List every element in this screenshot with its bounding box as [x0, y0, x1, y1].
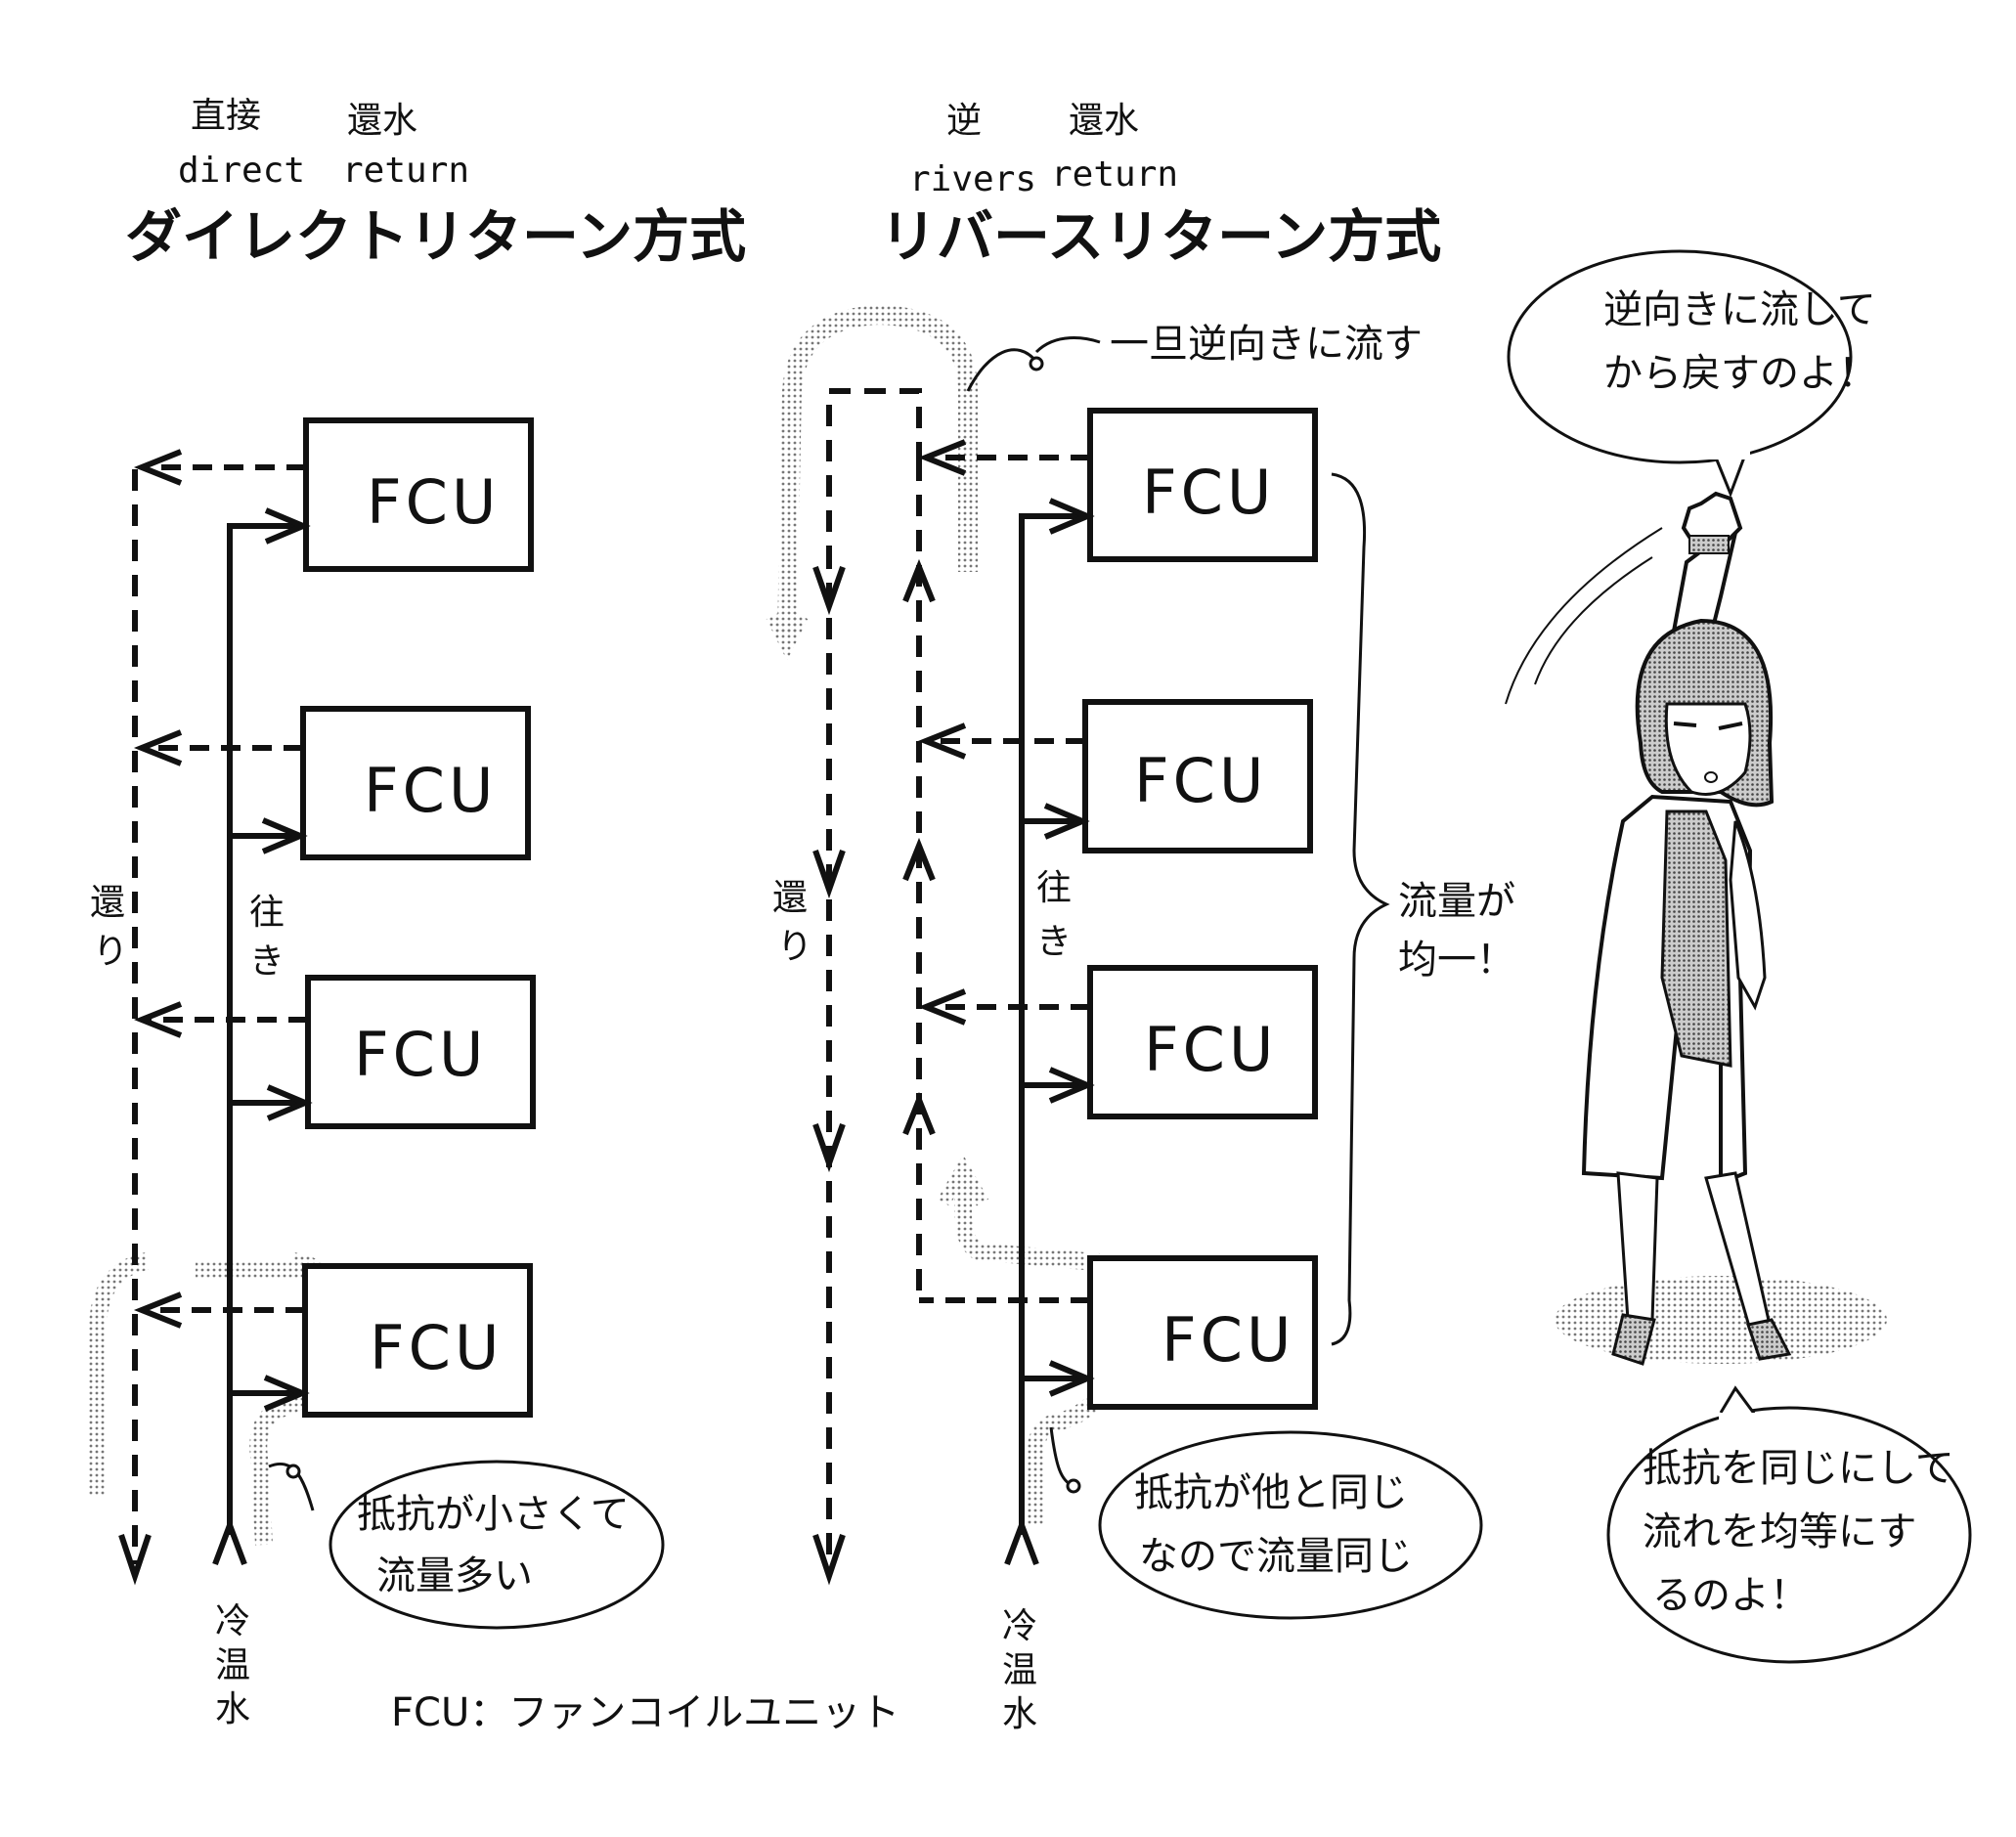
character-speech-top-line-2: から戻すのよ！	[1603, 351, 1877, 396]
reverse-note-line-2: なので流量同じ	[1139, 1534, 1413, 1579]
reverse-ruby-en-2: return	[1051, 154, 1178, 195]
direct-fcu-4: FCU	[302, 1263, 533, 1418]
reverse-fcu-2: FCU	[1082, 699, 1313, 853]
reverse-fcu-4: FCU	[1087, 1255, 1318, 1410]
direct-flow-band-left	[89, 1252, 150, 1496]
direct-supply-label-2: き	[249, 941, 285, 982]
direct-supply-branches	[230, 507, 313, 1412]
reverse-loop-band	[777, 304, 978, 636]
reverse-supply-label-1: 往	[1036, 868, 1072, 908]
direct-return-label-2: り	[93, 932, 128, 972]
reverse-fcu-label: FCU	[1142, 457, 1275, 528]
reverse-flow-note-1: 流量が	[1398, 879, 1515, 924]
reverse-note-bubble	[1098, 1430, 1483, 1620]
reverse-return-label-2: り	[777, 927, 812, 967]
direct-fcu-label: FCU	[370, 1312, 503, 1383]
reverse-fcu-label: FCU	[1144, 1014, 1277, 1085]
direct-note-bubble	[329, 1460, 665, 1630]
reverse-ruby-jp-1: 逆	[946, 101, 982, 141]
reverse-return-branches	[917, 439, 1090, 1303]
direct-title: ダイレクトリターン方式	[125, 203, 746, 270]
direct-source-label-3: 水	[215, 1689, 250, 1729]
reverse-brace	[1331, 472, 1390, 1346]
reverse-title: リバースリターン方式	[880, 203, 1441, 270]
reverse-fcu-3: FCU	[1087, 965, 1318, 1119]
direct-return-section: 直接 還水 direct return ダイレクトリターン方式 FCU FCU …	[89, 96, 746, 1729]
direct-fcu-label: FCU	[364, 755, 497, 826]
direct-note-line-2: 流量多い	[376, 1553, 533, 1598]
character-speech-bottom-bubble	[1606, 1406, 1972, 1664]
reverse-return-section: 逆 還水 rivers return リバースリターン方式	[766, 101, 1515, 1734]
reverse-down-arrows	[812, 566, 846, 1173]
reverse-fcu-1: FCU	[1087, 408, 1318, 562]
reverse-source-label-2: 温	[1002, 1650, 1037, 1690]
reverse-source-label-3: 水	[1002, 1694, 1037, 1734]
character-speech-bottom-line-3: るのよ！	[1652, 1573, 1809, 1618]
direct-supply-label-1: 往	[249, 893, 285, 933]
character-speech-bottom-line-2: 流れを均等にす	[1643, 1509, 1916, 1554]
character-shoe-left	[1611, 1313, 1656, 1366]
reverse-ruby-jp-2: 還水	[1069, 101, 1139, 141]
character-illustration: 逆向きに流して から戻すのよ！ 抵抗を同じにして 流れを均等にす	[1505, 249, 1972, 1664]
direct-fcu-3: FCU	[305, 975, 536, 1129]
direct-ruby-jp-1: 直接	[191, 96, 261, 136]
legend-text: FCU：ファンコイルユニット	[391, 1690, 899, 1735]
reverse-fcu-label: FCU	[1161, 1304, 1294, 1376]
direct-ruby-en-1: direct	[178, 151, 305, 191]
character-shadow	[1555, 1276, 1887, 1364]
reverse-top-loop	[826, 388, 922, 567]
reverse-supply-branches	[1022, 498, 1095, 1397]
direct-fcu-label: FCU	[367, 466, 500, 538]
character-speech-top-bubble	[1507, 249, 1853, 464]
reverse-return-label-1: 還	[772, 878, 808, 918]
reverse-up-arrows	[902, 558, 936, 1136]
direct-return-branches	[133, 449, 308, 1329]
character-dress	[1660, 809, 1732, 1068]
direct-source-label-2: 温	[215, 1645, 250, 1685]
direct-fcu-label: FCU	[354, 1019, 487, 1090]
direct-fcu-2: FCU	[300, 706, 531, 860]
reverse-supply-label-2: き	[1036, 922, 1072, 962]
direct-return-arrow-head	[118, 1534, 152, 1586]
character-speech-bottom-line-1: 抵抗を同じにして	[1643, 1446, 1954, 1491]
character-shoe-right	[1746, 1318, 1792, 1361]
reverse-ruby-en-1: rivers	[909, 159, 1036, 199]
direct-supply-arrow-head	[212, 1516, 247, 1566]
direct-ruby-en-2: return	[342, 151, 469, 191]
reverse-top-note: 一旦逆向きに流す	[1110, 322, 1423, 367]
direct-note-line-1: 抵抗が小さくて	[357, 1492, 630, 1537]
direct-fcu-1: FCU	[303, 417, 534, 572]
reverse-fcu-label: FCU	[1134, 745, 1267, 816]
character-speech-top-line-1: 逆向きに流して	[1603, 287, 1876, 332]
direct-source-label-1: 冷	[215, 1601, 250, 1641]
direct-return-label-1: 還	[90, 883, 125, 923]
character-lower-arm	[1729, 820, 1767, 1011]
reverse-note-line-1: 抵抗が他と同じ	[1134, 1470, 1408, 1515]
reverse-source-label-1: 冷	[1002, 1606, 1037, 1646]
reverse-flow-note-2: 均一！	[1398, 938, 1515, 983]
direct-ruby-jp-2: 還水	[347, 101, 417, 141]
